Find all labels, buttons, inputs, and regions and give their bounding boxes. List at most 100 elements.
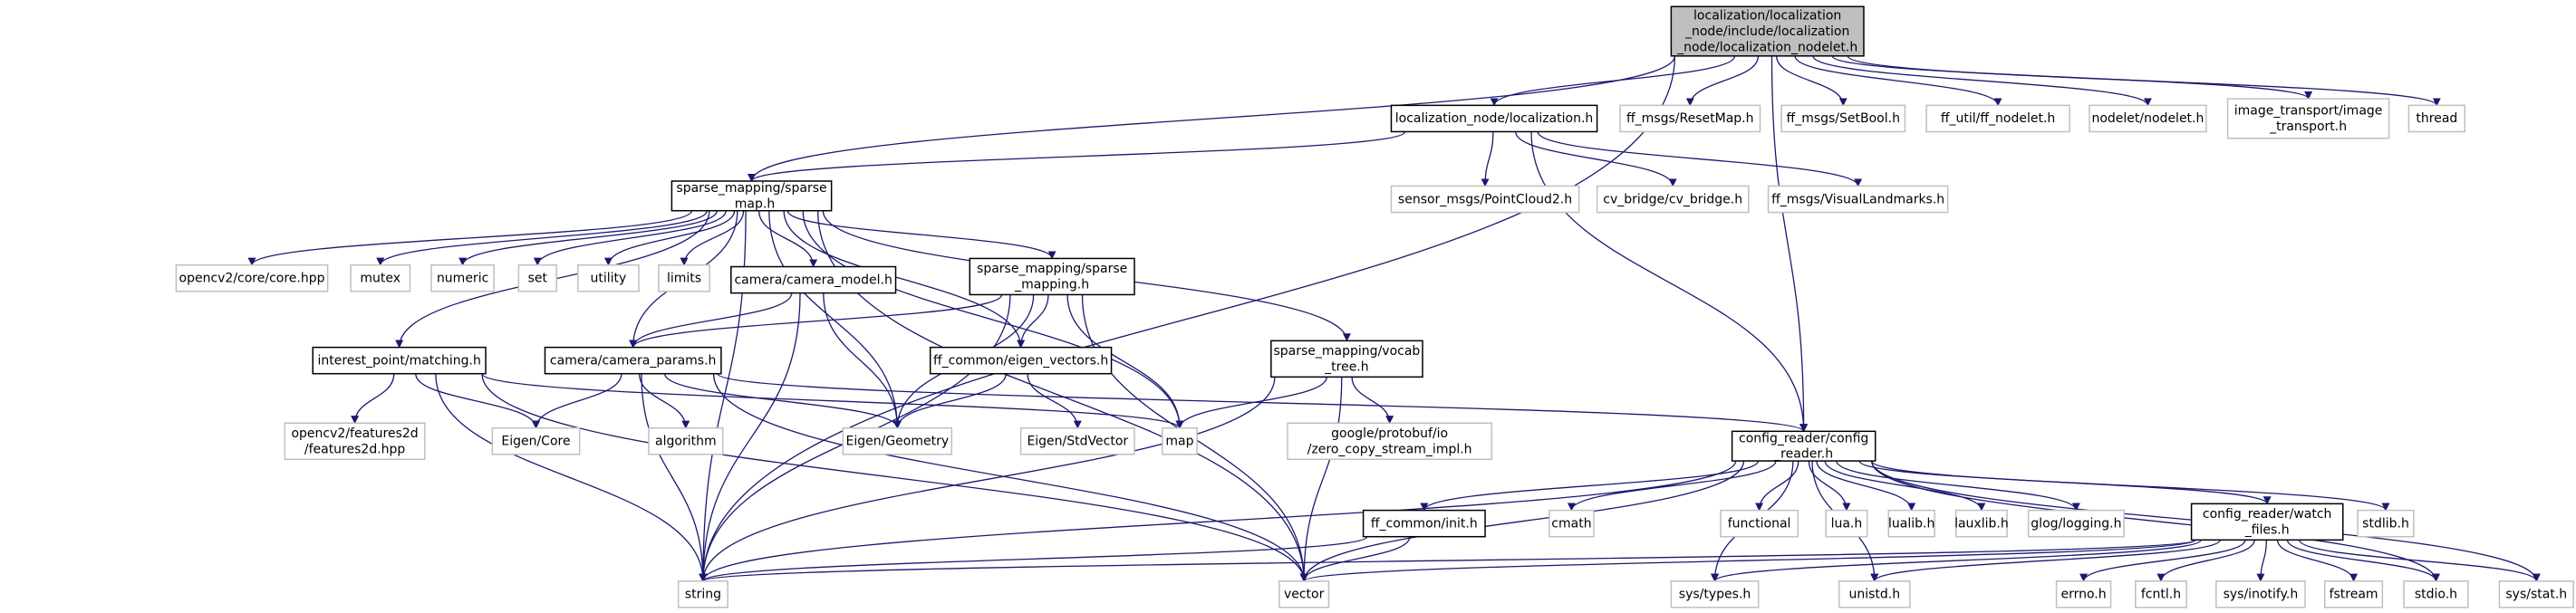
node-box (1287, 422, 1493, 460)
node-box (1954, 509, 2008, 538)
edge-sparse_map-to-set (533, 210, 727, 266)
node-label: set (528, 272, 548, 286)
node-cmath: cmath (1548, 509, 1595, 538)
edge-watchfiles-to-unistd (1870, 539, 2221, 582)
edge-root-to-resetmap (1685, 55, 1760, 107)
edge-watchfiles-to-vector (1300, 539, 2196, 582)
node-box (2498, 580, 2574, 608)
node-configreader[interactable]: config_reader/config _reader.h (1731, 430, 1877, 462)
edge-sparsemapping-to-map (1066, 294, 1184, 429)
node-box (2357, 509, 2415, 538)
node-localization_h[interactable]: localization_node/localization.h (1390, 104, 1598, 133)
node-label: config_reader/config (1739, 431, 1868, 445)
node-label: google/protobuf/io (1331, 426, 1448, 441)
node-label: unistd.h (1848, 588, 1900, 602)
edge-sparsemapping-to-camparams (629, 294, 1003, 349)
node-label: _reader.h (1773, 447, 1833, 462)
node-features2d: opencv2/features2d/features2d.hpp (284, 422, 426, 460)
edge-configreader-to-cmath (1568, 460, 1777, 512)
node-label: mutex (360, 272, 400, 286)
node-box (1670, 5, 1865, 57)
node-label: ff_msgs/VisualLandmarks.h (1771, 192, 1944, 206)
node-box (2215, 580, 2306, 608)
edge-watchfiles-to-errno (2079, 540, 2246, 582)
node-box (1548, 509, 1595, 538)
node-box (730, 265, 897, 294)
node-lauxlib: lauxlib.h (1954, 509, 2009, 538)
node-label: lualib.h (1888, 516, 1934, 531)
node-vocab[interactable]: sparse_mapping/vocab_tree.h (1270, 340, 1423, 378)
edge-root-to-string (699, 55, 1676, 582)
edge-watchfiles-to-systypes (1711, 539, 2202, 582)
node-camparams[interactable]: camera/camera_params.h (544, 346, 722, 375)
node-box (1767, 185, 1949, 214)
edge-vocab-to-protobuf (1351, 377, 1394, 425)
edge-matching-to-map (481, 373, 1184, 429)
node-sparsemapping[interactable]: sparse_mapping/sparse_mapping.h (969, 257, 1135, 296)
node-label: opencv2/core/core.hpp (179, 272, 325, 286)
node-box (2135, 580, 2187, 608)
node-label: _mapping.h (1014, 277, 1089, 292)
edge-localization_h-to-pointcloud (1481, 131, 1494, 187)
node-box (2407, 104, 2465, 133)
node-label: sys/types.h (1679, 588, 1751, 602)
node-imgtransport: image_transport/image_transport.h (2226, 98, 2390, 139)
node-label: ff_msgs/ResetMap.h (1626, 111, 1753, 126)
edge-configreader-to-stdlib (1871, 460, 2390, 512)
node-label: _node/include/localization (1684, 24, 1849, 39)
edge-sparse_map-to-mutex (376, 210, 708, 266)
edge-sparse_map-to-eigenvec (783, 210, 1026, 349)
node-label: /zero_copy_stream_impl.h (1307, 442, 1472, 456)
node-label: map (1165, 435, 1193, 449)
node-box (2190, 503, 2344, 541)
edge-configreader-to-vector (1299, 461, 1745, 582)
node-label: image_transport/image (2234, 104, 2383, 119)
node-eigenvec[interactable]: ff_common/eigen_vectors.h (929, 346, 1113, 375)
edge-configreader-to-string (699, 460, 1737, 582)
node-watchfiles[interactable]: config_reader/watch_files.h (2190, 503, 2344, 541)
node-box (1838, 580, 1911, 608)
edge-camparams-to-algorithm (639, 373, 690, 429)
node-box (284, 422, 426, 460)
edge-camparams-to-eigencore (531, 373, 622, 429)
node-pointcloud: sensor_msgs/PointCloud2.h (1390, 185, 1580, 214)
edge-sparse_map-to-utility (603, 210, 736, 266)
node-utility: utility (577, 263, 640, 292)
node-visuallm: ff_msgs/VisualLandmarks.h (1767, 185, 1949, 214)
node-eigenstd: Eigen/StdVector (1019, 426, 1135, 455)
node-eigencore: Eigen/Core (491, 426, 581, 455)
edge-vocab-to-map (1175, 377, 1327, 429)
node-box (1362, 509, 1486, 538)
node-box (1596, 185, 1750, 214)
edge-camparams-to-eigengeom (664, 373, 902, 429)
edge-matching-to-vector (481, 373, 1308, 582)
node-sparse_map[interactable]: sparse_mapping/sparse_map.h (671, 180, 833, 212)
node-label: camera/camera_model.h (734, 273, 892, 287)
node-setbool: ff_msgs/SetBool.h (1780, 104, 1906, 133)
node-ffinit[interactable]: ff_common/init.h (1362, 509, 1486, 538)
edge-sparse_map-to-limits (680, 210, 745, 266)
node-inotify: sys/inotify.h (2215, 580, 2306, 608)
edge-configreader-to-lauxlib (1824, 460, 1986, 512)
node-matching[interactable]: interest_point/matching.h (312, 346, 487, 375)
node-box (1162, 426, 1198, 455)
node-label: fcntl.h (2141, 588, 2181, 602)
node-cammodel[interactable]: camera/camera_model.h (730, 265, 897, 294)
edge-ffinit-to-vector (1299, 536, 1411, 582)
node-label: stdio.h (2415, 588, 2457, 602)
edge-eigenvec-to-eigenstd (1027, 373, 1082, 429)
node-box (517, 263, 557, 292)
edge-watchfiles-to-fcntl (2156, 540, 2255, 582)
node-label: sparse_mapping/sparse (977, 262, 1127, 276)
edge-matching-to-string (435, 373, 708, 582)
node-box (1670, 580, 1760, 608)
node-nodelet: nodelet/nodelet.h (2089, 104, 2207, 133)
node-label: Eigen/Core (501, 435, 570, 449)
node-root[interactable]: localization/localization_node/include/l… (1670, 5, 1865, 57)
edge-camparams-to-string (641, 373, 708, 582)
node-label: opencv2/features2d (291, 426, 418, 441)
node-box (491, 426, 581, 455)
node-resetmap: ff_msgs/ResetMap.h (1619, 104, 1761, 133)
edge-localization_h-to-configreader (1530, 131, 1809, 433)
edge-root-to-nodelet (1812, 55, 2152, 107)
